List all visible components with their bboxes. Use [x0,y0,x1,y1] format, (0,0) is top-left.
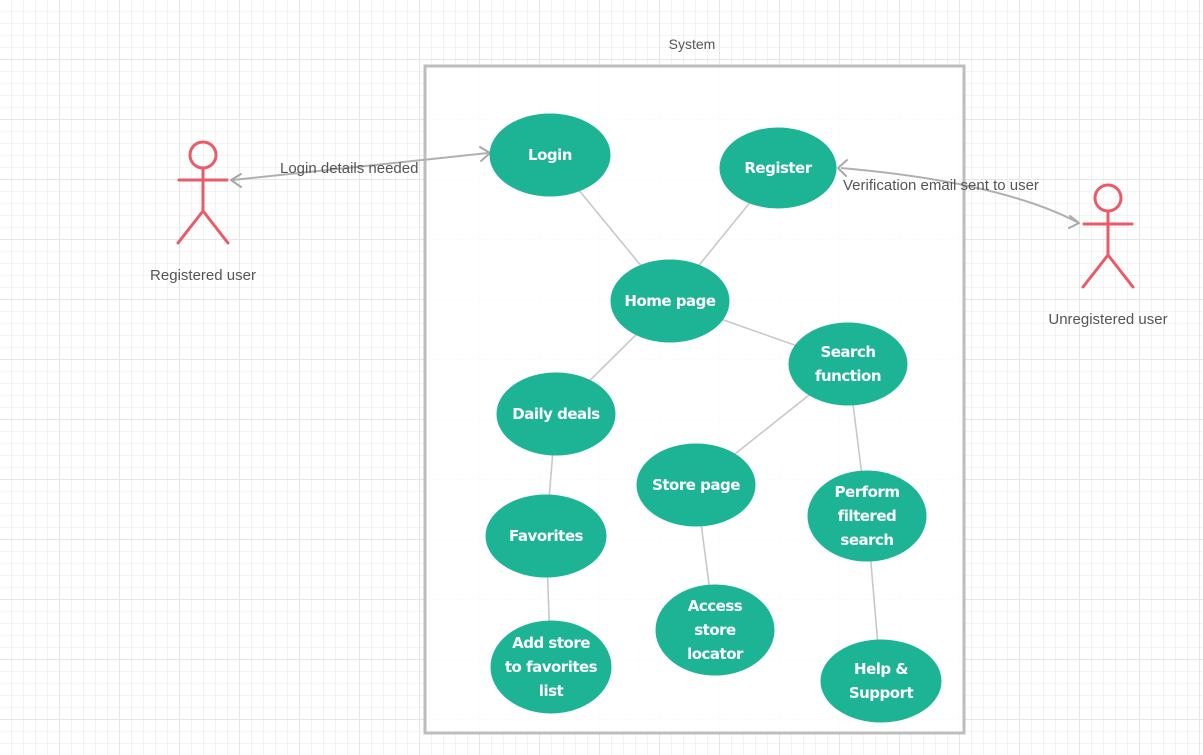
arrowhead-icon [1068,215,1080,229]
use-case-daily-deals-ellipse [496,372,616,456]
system-title: System [669,36,716,52]
use-case-favorites[interactable]: Favorites [485,494,607,578]
use-case-home-page[interactable]: Home page [610,259,730,343]
actor-unregistered-user[interactable]: Unregistered user [1048,183,1168,328]
use-case-help-and-support[interactable]: Help &Support [820,639,942,723]
actor-registered-user[interactable]: Registered user [150,140,256,284]
use-case-store-page-ellipse [636,443,756,527]
use-case-help-and-support-label: Help &Support [849,660,914,702]
use-case-favorites-ellipse [485,494,607,578]
message-verification-email-line [840,167,1078,223]
use-case-store-page-label: Store page [652,476,740,494]
use-case-home-page-label: Home page [624,292,715,310]
use-case-access-store-locator-ellipse [655,584,775,676]
use-case-store-page[interactable]: Store page [636,443,756,527]
arrowhead-icon [230,173,242,188]
use-case-register-ellipse [719,127,837,209]
use-case-register-label: Register [744,159,812,177]
message-login-details-label: Login details needed [280,160,418,177]
use-case-daily-deals[interactable]: Daily deals [496,372,616,456]
arrowhead-icon [837,159,848,177]
use-case-perform-filtered-search-ellipse [807,470,927,562]
stick-figure-icon [1081,183,1135,289]
message-login-details-line [232,152,489,181]
use-case-home-page-ellipse [610,259,730,343]
actor-registered-user-label: Registered user [150,267,256,284]
use-case-login[interactable]: Login [489,113,611,197]
use-case-register[interactable]: Register [719,127,837,209]
use-case-help-and-support-ellipse [820,639,942,723]
message-login-details[interactable]: Login details needed [230,146,491,188]
message-verification-email[interactable]: Verification email sent to user [837,159,1080,229]
use-case-favorites-label: Favorites [509,527,583,545]
actor-unregistered-user-label: Unregistered user [1048,311,1167,328]
use-case-login-label: Login [528,146,572,164]
use-case-search-function-ellipse [788,322,908,406]
use-case-login-ellipse [489,113,611,197]
use-case-daily-deals-label: Daily deals [512,405,600,423]
use-case-add-store-to-favorites-list-ellipse [490,620,612,714]
stick-figure-icon [176,140,230,245]
message-verification-email-label: Verification email sent to user [843,177,1039,194]
